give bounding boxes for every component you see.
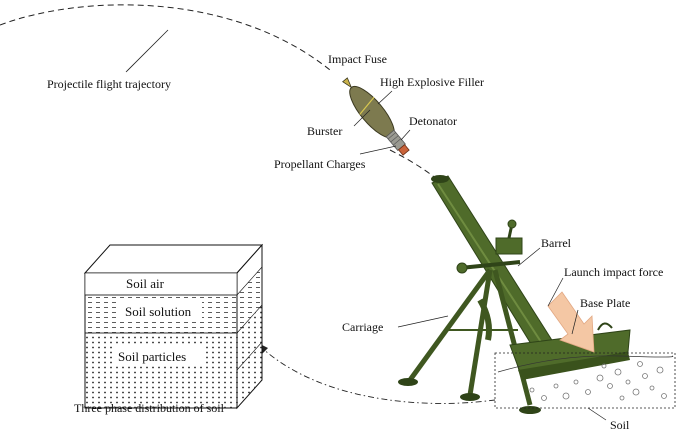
high-explosive-label: High Explosive Filler (380, 75, 484, 89)
soil-solution-label: Soil solution (125, 304, 192, 319)
impact-fuse-label: Impact Fuse (328, 52, 387, 66)
launch-force-arrow (547, 291, 595, 353)
launch-force-label: Launch impact force (564, 265, 664, 279)
leader-barrel (517, 247, 541, 267)
barrel-label: Barrel (541, 236, 571, 250)
leader-propellant (359, 145, 397, 155)
leader-burster (353, 109, 371, 127)
leader-launch-force (547, 277, 564, 307)
soil-surface (497, 355, 674, 373)
propellant-label: Propellant Charges (274, 157, 366, 171)
sight-mechanism (456, 219, 523, 274)
soil-link-arrow (261, 347, 496, 404)
detonator-label: Detonator (409, 114, 457, 128)
leader-carriage (397, 315, 449, 328)
soil-caption: Three phase distribution of soil (74, 401, 224, 415)
carriage-tripod (398, 268, 541, 414)
soil-particles-label: Soil particles (118, 349, 187, 364)
leader-soil (587, 407, 607, 421)
leader-base-plate (571, 309, 579, 335)
soil-label: Soil (610, 418, 630, 432)
soil-particles (529, 361, 667, 401)
leader-detonator (400, 129, 411, 141)
burster-label: Burster (307, 124, 343, 138)
carriage-label: Carriage (342, 320, 384, 334)
soil-air-label: Soil air (126, 276, 164, 291)
leader-high-explosive (377, 90, 393, 105)
projectile-shell (342, 77, 410, 156)
soil-region (494, 352, 676, 409)
base-plate-label: Base Plate (580, 296, 631, 310)
trajectory-arc (0, 4, 331, 71)
trajectory-leader (125, 29, 169, 73)
trajectory-label: Projectile flight trajectory (47, 77, 171, 91)
soil-block (83, 243, 264, 410)
